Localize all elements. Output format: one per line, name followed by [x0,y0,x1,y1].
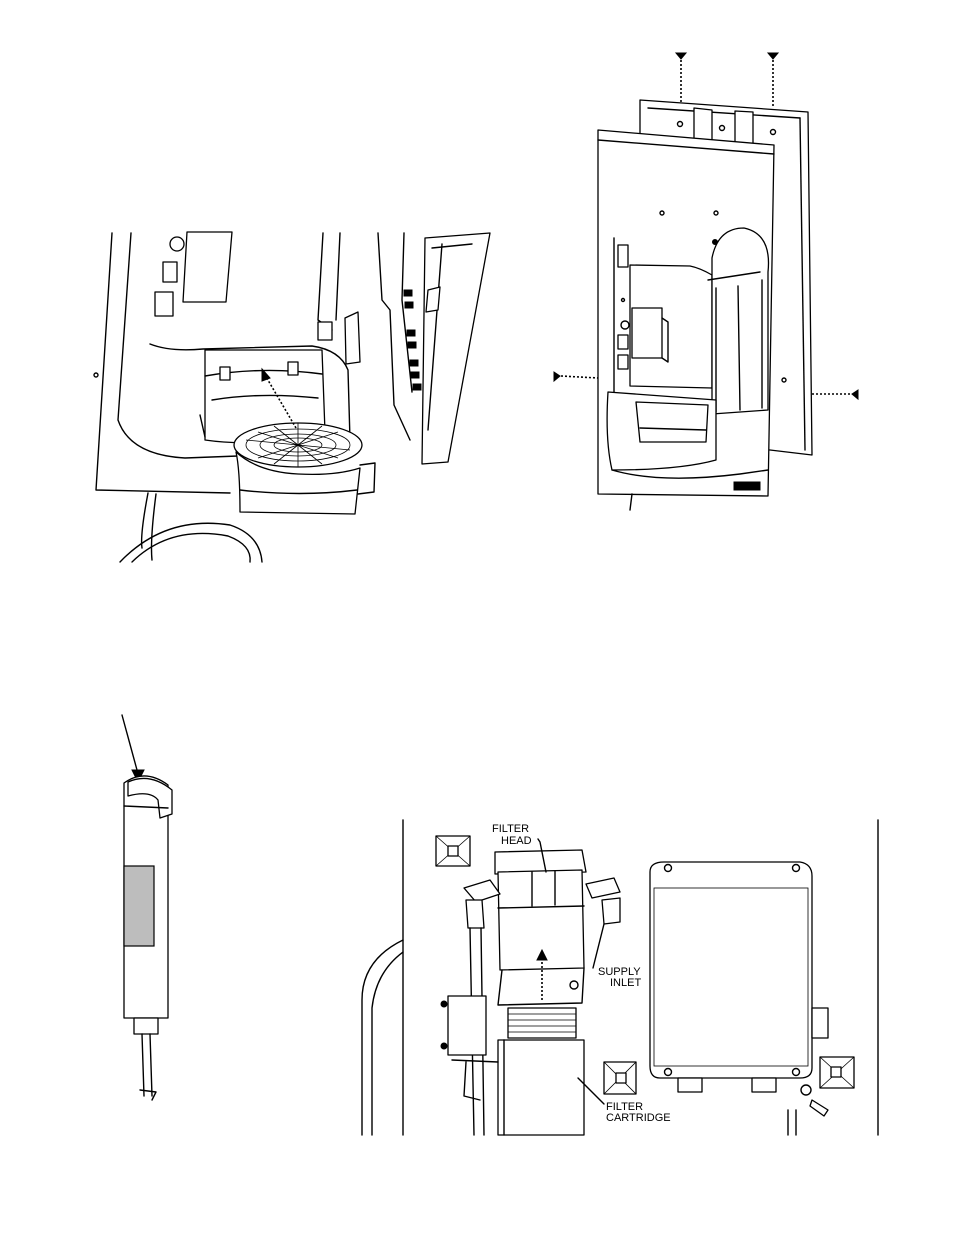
grille [234,423,362,467]
filter-head-label-line2: HEAD [501,835,532,847]
switch-2 [155,292,173,316]
control-box [650,862,812,1078]
wall-unit-figure [554,53,858,510]
door-panel [422,233,490,464]
switch-1 [163,262,177,282]
label-plate [734,482,760,490]
supply-inlet-label-line2: INLET [610,977,641,989]
filter-module [632,308,662,358]
filter-cartridge-body [498,1040,584,1135]
cartridge-figure [122,715,172,1100]
filter-cartridge-label-line2: CARTRIDGE [606,1112,671,1124]
mounting-plate [183,232,232,302]
knob [170,237,184,251]
cartridge-label [124,866,154,946]
filter-head-label-line1: FILTER [492,823,529,835]
bezel-detail-figure [94,232,490,562]
